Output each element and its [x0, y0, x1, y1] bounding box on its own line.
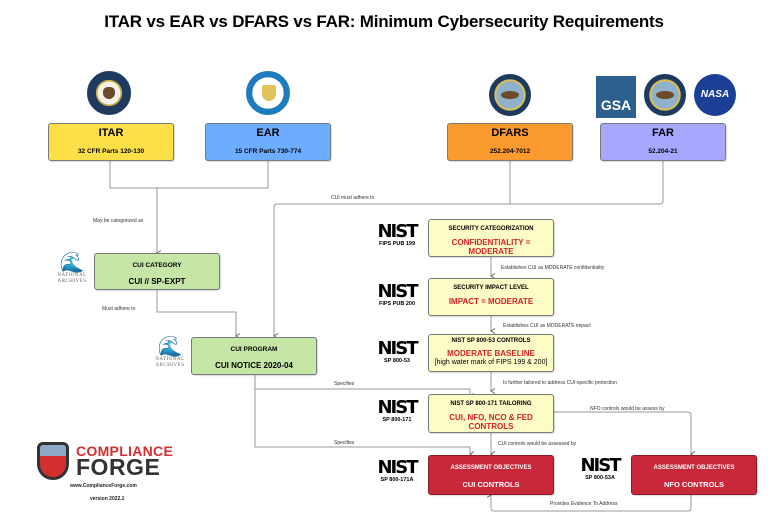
label-specifies-2: Specifies	[334, 440, 355, 446]
gsa-logo-icon: GSA	[596, 76, 636, 118]
nist-logo-icon: NIST	[377, 338, 418, 359]
assessment-value: CUI CONTROLS	[462, 480, 520, 489]
connector-specifies-1	[254, 375, 475, 399]
sp80053-controls-box: NIST SP 800-53 CONTROLS MODERATE BASELIN…	[428, 334, 554, 372]
label-establishes-confidentiality: Establishes CUI as MODERATE confidential…	[501, 265, 605, 271]
cui-program-value: CUI NOTICE 2020-04	[215, 361, 293, 370]
national-archives-line2: ARCHIVES	[57, 279, 87, 284]
nfo-assessment-objectives-box: ASSESSMENT OBJECTIVES NFO CONTROLS	[631, 455, 757, 495]
national-archives-eagle-icon: 🌊	[157, 336, 183, 358]
assessment-heading: ASSESSMENT OBJECTIVES	[450, 465, 532, 471]
shield-flag-icon	[37, 442, 69, 480]
step-value: IMPACT = MODERATE	[448, 297, 534, 306]
security-categorization-box: SECURITY CATEGORIZATION CONFIDENTIALITY …	[428, 219, 554, 257]
nist-source: FIPS PUB 200	[378, 301, 416, 307]
ear-citation: 15 CFR Parts 730-774	[234, 148, 302, 155]
national-archives-line1: NATIONAL	[57, 273, 87, 278]
nist-sp800171-logo: NIST SP 800-171	[372, 397, 422, 424]
cui-category-box: CUI CATEGORY CUI // SP-EXPT	[94, 253, 220, 290]
nist-sp800171a-logo: NIST SP 800-171A	[372, 457, 422, 484]
label-may-be-categorized: May be categorized as	[93, 218, 144, 224]
connector-itar	[109, 160, 269, 189]
dfars-citation: 252.204-7012	[489, 148, 531, 155]
step-heading: NIST SP 800-53 CONTROLS	[451, 338, 531, 344]
label-further-tailored: Is further tailored to address CUI-speci…	[503, 380, 617, 386]
national-archives-logo-1: 🌊 NATIONAL ARCHIVES	[54, 253, 90, 285]
us-department-of-commerce-seal-icon	[246, 71, 290, 115]
compliance-forge-logo: COMPLIANCE FORGE	[36, 442, 176, 482]
cui-category-value: CUI // SP-EXPT	[128, 277, 186, 286]
label-nfo-assessed: NFO controls would be assess by	[590, 406, 665, 412]
brand-line2: FORGE	[76, 454, 161, 480]
label-must-adhere: Must adhere to	[102, 306, 136, 312]
step-heading: SECURITY IMPACT LEVEL	[453, 285, 529, 291]
connector-specifies-2	[254, 389, 475, 457]
national-archives-line1: NATIONAL	[155, 357, 185, 362]
step-heading: SECURITY CATEGORIZATION	[448, 226, 534, 232]
us-department-of-defense-seal-far-icon	[644, 74, 686, 116]
label-specifies-1: Specifies	[334, 381, 355, 387]
sp800171-tailoring-box: NIST SP 800-171 TAILORING CUI, NFO, NCO …	[428, 394, 554, 433]
nist-logo-icon: NIST	[377, 397, 418, 418]
dfars-box: DFARS 252.204-7012	[447, 123, 573, 161]
national-archives-line2: ARCHIVES	[155, 363, 185, 368]
nist-logo-icon: NIST	[377, 281, 418, 302]
step-value: CONFIDENTIALITY = MODERATE	[451, 238, 531, 256]
far-name: FAR	[652, 127, 674, 139]
itar-name: ITAR	[98, 127, 124, 139]
gsa-logo-text: GSA	[600, 97, 632, 113]
label-cui-must-adhere: CUI must adhere to	[331, 195, 375, 201]
connector-far	[510, 160, 664, 205]
ear-name: EAR	[256, 127, 280, 139]
nist-logo-icon: NIST	[377, 221, 418, 242]
label-establishes-impact: Establishes CUI as MODERATE impact	[503, 323, 591, 329]
national-archives-logo-2: 🌊 NATIONAL ARCHIVES	[152, 337, 188, 369]
nasa-logo-text: NASA	[700, 89, 730, 100]
security-impact-level-box: SECURITY IMPACT LEVEL IMPACT = MODERATE	[428, 278, 554, 316]
nist-logo-icon: NIST	[377, 457, 418, 478]
connector-cui-category-to-program	[156, 289, 241, 339]
cui-program-box: CUI PROGRAM CUI NOTICE 2020-04	[191, 337, 317, 375]
nist-source: SP 800-53	[384, 358, 410, 364]
national-archives-eagle-icon: 🌊	[59, 252, 85, 274]
step-note: [high water mark of FIPS 199 & 200]	[434, 359, 548, 366]
version-label: version 2022.1	[90, 496, 125, 502]
itar-citation: 32 CFR Parts 120-130	[77, 148, 145, 155]
nist-sp80053a-logo: NIST SP 800-53A	[575, 455, 625, 482]
step-heading: NIST SP 800-171 TAILORING	[450, 401, 532, 407]
nist-fips199-logo: NIST FIPS PUB 199	[372, 221, 422, 248]
nist-sp80053-logo: NIST SP 800-53	[372, 338, 422, 365]
dfars-name: DFARS	[491, 127, 529, 139]
cui-category-heading: CUI CATEGORY	[132, 262, 182, 269]
brand-line1: COMPLIANCE	[76, 443, 174, 459]
website-url[interactable]: www.ComplianceForge.com	[70, 483, 137, 489]
connector-nfo-assessed	[554, 411, 696, 457]
cui-assessment-objectives-box: ASSESSMENT OBJECTIVES CUI CONTROLS	[428, 455, 554, 495]
far-box: FAR 52.204-21	[600, 123, 726, 161]
nasa-logo-icon: NASA	[694, 74, 736, 116]
cui-program-heading: CUI PROGRAM	[230, 346, 278, 353]
nist-logo-icon: NIST	[580, 455, 621, 476]
far-citation: 52.204-21	[648, 148, 678, 155]
step-value: MODERATE BASELINE	[447, 349, 535, 358]
nist-fips200-logo: NIST FIPS PUB 200	[372, 281, 422, 308]
nist-source: SP 800-171	[382, 417, 412, 423]
us-department-of-state-seal-icon	[87, 71, 131, 115]
assessment-heading: ASSESSMENT OBJECTIVES	[653, 465, 735, 471]
connector-provides-evidence	[486, 492, 692, 512]
connector-cui-must-adhere	[273, 203, 510, 339]
label-provides-evidence: Provides Evidence To Address	[550, 501, 618, 507]
nist-source: FIPS PUB 199	[378, 241, 416, 247]
ear-box: EAR 15 CFR Parts 730-774	[205, 123, 331, 161]
us-department-of-defense-seal-icon	[489, 74, 531, 116]
nist-source: SP 800-171A	[380, 477, 414, 483]
itar-box: ITAR 32 CFR Parts 120-130	[48, 123, 174, 161]
label-cui-assessed: CUI controls would be assessed by	[498, 441, 577, 447]
step-value: CUI, NFO, NCO & FED CONTROLS	[449, 413, 533, 431]
nist-source: SP 800-53A	[585, 475, 615, 481]
page-title: ITAR vs EAR vs DFARS vs FAR: Minimum Cyb…	[104, 12, 664, 31]
assessment-value: NFO CONTROLS	[664, 480, 724, 489]
